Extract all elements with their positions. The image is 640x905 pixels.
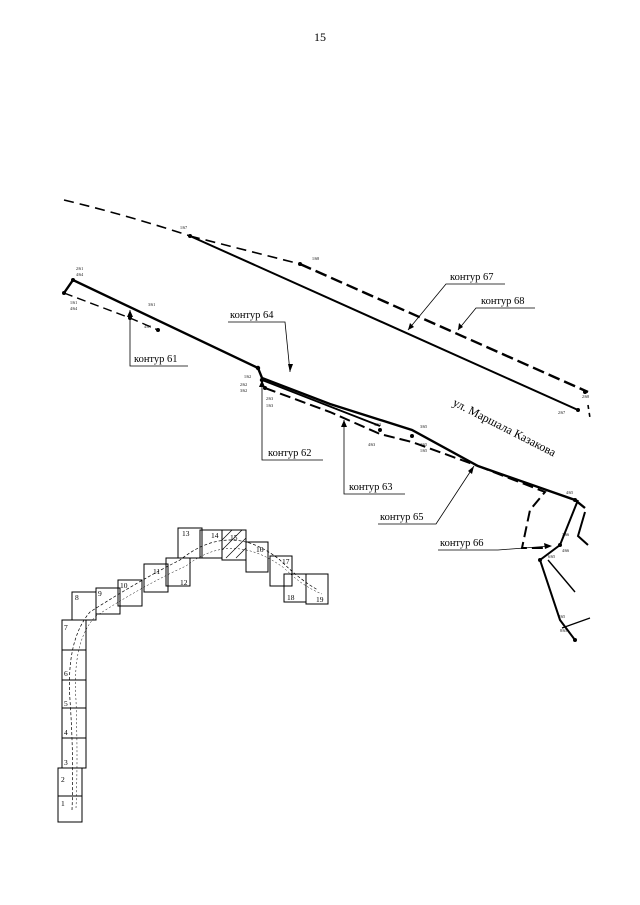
sheet-number: 14	[211, 531, 219, 540]
point-label: 2/61	[76, 266, 83, 271]
sheet-number: 4	[64, 728, 68, 737]
point-label: 3/62	[240, 388, 247, 393]
contour-label-67: контур 67	[450, 272, 494, 283]
sheet-number: 16	[256, 545, 264, 554]
sheet-number: 1	[61, 799, 65, 808]
contour-66-lines	[538, 499, 591, 641]
contour-label-63: контур 63	[349, 482, 393, 493]
point-label: 1/61	[70, 300, 77, 305]
point-label: 2/68	[582, 394, 589, 399]
point-markers	[62, 234, 587, 642]
point-label: 3/61	[148, 302, 155, 307]
point-label: 1/67	[180, 225, 187, 230]
contour-label-62: контур 62	[268, 448, 312, 459]
callout-arrowheads	[127, 310, 552, 549]
sheet-number: 8	[75, 593, 79, 602]
point-label: 3/63	[374, 422, 381, 427]
point-label: 1/68	[312, 256, 319, 261]
contour-64-line	[63, 278, 586, 509]
point-label: 7/65	[558, 614, 565, 619]
point-label: 4/64	[70, 306, 77, 311]
point-label: 3/65	[420, 424, 427, 429]
sheet-number: 12	[180, 578, 188, 587]
point-label: 4/63	[368, 442, 375, 447]
sheet-number: 11	[153, 567, 160, 576]
street-name: ул. Маршала Казакова	[451, 395, 559, 459]
point-label: 1/63	[266, 403, 273, 408]
upper-dashed-boundary	[63, 199, 591, 419]
point-label: 4/65	[566, 490, 573, 495]
contour-67-line	[189, 235, 579, 411]
contour-62-63-dashed	[264, 387, 479, 467]
sheet-number: 2	[61, 775, 65, 784]
point-label: 6/65	[548, 554, 555, 559]
sheet-number: 6	[64, 669, 68, 678]
page-number: 15	[314, 30, 326, 44]
sheet-number: 5	[64, 699, 68, 708]
contour-label-61: контур 61	[134, 354, 178, 365]
point-label: 2/67	[558, 410, 565, 415]
contour-62-63-solid	[261, 379, 381, 427]
point-label: 2/65	[420, 442, 427, 447]
point-label: 1/62	[244, 374, 251, 379]
point-label: 3/66	[562, 532, 569, 537]
sheet-number: 7	[64, 623, 68, 632]
sheet-number: 13	[182, 529, 190, 538]
contour-65-dashed	[477, 465, 547, 549]
sheet-number: 15	[230, 533, 238, 542]
point-label: 2/62	[240, 382, 247, 387]
sheet-number: 19	[316, 595, 324, 604]
point-label: 4/61	[144, 324, 151, 329]
point-label: 4/64	[76, 272, 83, 277]
point-label: 2/63	[266, 396, 273, 401]
sheet-numbers: 1 2 3 4 5 6 7 8 9 10 11 12 13 14 15 16 1…	[61, 529, 324, 808]
point-label: 8/65	[560, 628, 567, 633]
sheet-number: 10	[120, 581, 128, 590]
contour-label-64: контур 64	[230, 310, 274, 321]
point-label-group: 1/67 1/68 2/61 4/64 1/61 4/64 3/61 4/61 …	[70, 225, 589, 633]
point-label: 4/66	[562, 548, 569, 553]
sheet-number: 9	[98, 589, 102, 598]
contour-label-66: контур 66	[440, 538, 484, 549]
sheet-number: 18	[287, 593, 295, 602]
contour-callouts	[129, 283, 551, 551]
sheet-index-map	[57, 527, 329, 823]
sheet-number: 3	[64, 758, 68, 767]
point-label: 1/65	[420, 448, 427, 453]
sheet-number: 17	[282, 557, 290, 566]
contour-label-68: контур 68	[481, 296, 525, 307]
contour-label-65: контур 65	[380, 512, 424, 523]
